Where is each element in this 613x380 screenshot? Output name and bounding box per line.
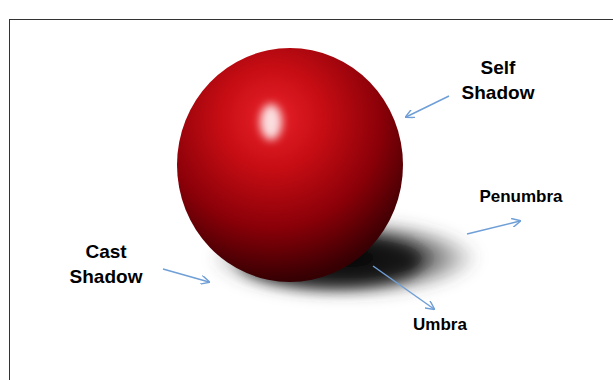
part-label: Self Shadow bbox=[452, 56, 544, 105]
leader-line bbox=[373, 266, 434, 309]
leader-line bbox=[163, 269, 209, 282]
highlight bbox=[260, 104, 282, 140]
leader-line bbox=[467, 221, 520, 234]
part-label: Penumbra bbox=[466, 186, 576, 208]
leader-lines bbox=[163, 96, 520, 309]
leader-line bbox=[406, 96, 449, 117]
part-label: Cast Shadow bbox=[50, 240, 162, 289]
red-sphere bbox=[177, 48, 403, 282]
part-label: Umbra bbox=[400, 314, 480, 336]
frame bbox=[10, 20, 613, 380]
